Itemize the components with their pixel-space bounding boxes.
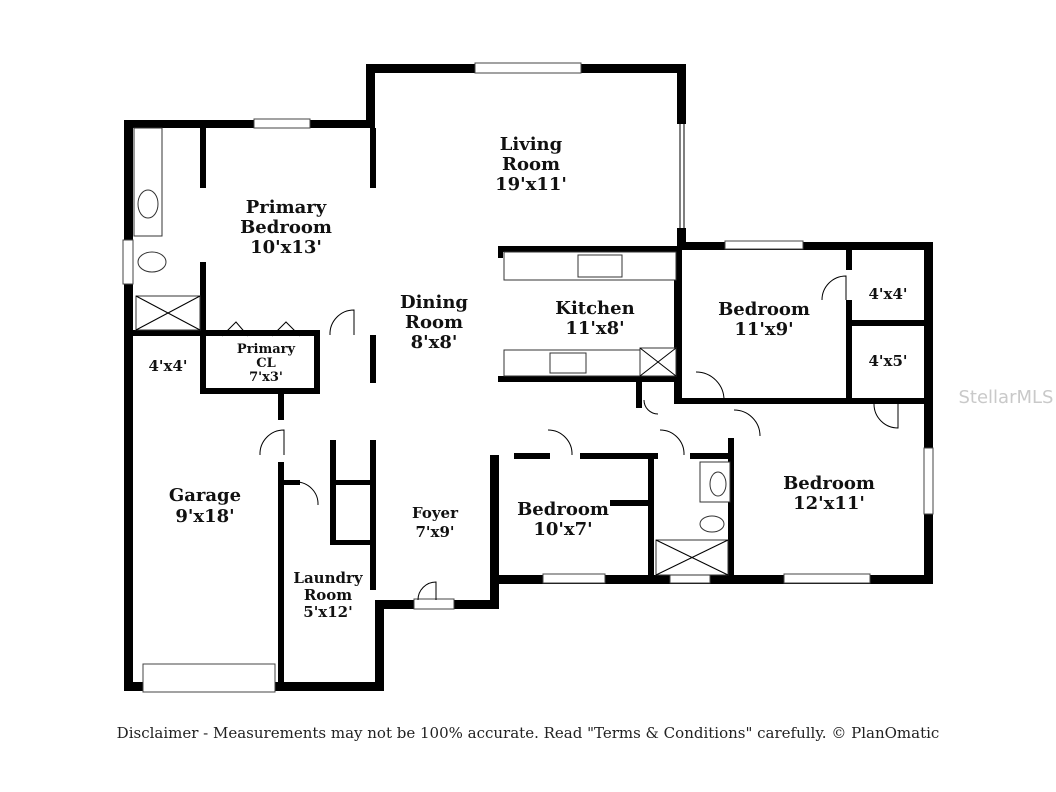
bedroom-ne-dim: 11'x9' — [734, 319, 793, 340]
dining-room-name-2: Room — [405, 312, 463, 333]
laundry-name-2: Room — [304, 586, 352, 604]
primary-closet-dim: 7'x3' — [249, 370, 283, 385]
dining-room-dim: 8'x8' — [411, 332, 458, 353]
stellarmls-watermark: StellarMLS — [959, 387, 1054, 408]
room-kitchen: Kitchen 11'x8' — [555, 298, 634, 339]
garage-dim: 9'x18' — [175, 506, 234, 527]
laundry-name: Laundry — [293, 569, 363, 587]
kitchen-name: Kitchen — [555, 298, 634, 319]
dining-room-name: Dining — [400, 292, 468, 313]
room-primary-closet: Primary CL 7'x3' — [237, 342, 296, 385]
primary-bedroom-name-2: Bedroom — [240, 217, 332, 238]
primary-closet-name-2: CL — [256, 356, 276, 371]
primary-bedroom-name: Primary — [246, 197, 327, 218]
laundry-dim: 5'x12' — [303, 603, 352, 621]
room-laundry: Laundry Room 5'x12' — [293, 569, 363, 621]
room-bedroom-mid: Bedroom 10'x7' — [517, 499, 609, 540]
closet-ne-2-dim: 4'x5' — [868, 352, 907, 370]
primary-closet-name: Primary — [237, 342, 296, 357]
room-bedroom-ne: Bedroom 11'x9' — [718, 299, 810, 340]
interior-walls — [128, 128, 932, 690]
living-room-name-2: Room — [502, 154, 560, 175]
foyer-name: Foyer — [412, 504, 459, 522]
room-primary-bedroom: Primary Bedroom 10'x13' — [240, 197, 332, 258]
kitchen-dim: 11'x8' — [565, 318, 624, 339]
living-room-name: Living — [500, 134, 563, 155]
bedroom-se-name: Bedroom — [783, 473, 875, 494]
room-dining: Dining Room 8'x8' — [400, 292, 468, 353]
bedroom-mid-name: Bedroom — [517, 499, 609, 520]
disclaimer-text: Disclaimer - Measurements may not be 100… — [116, 724, 940, 742]
room-living: Living Room 19'x11' — [495, 134, 567, 195]
primary-bedroom-dim: 10'x13' — [250, 237, 322, 258]
windows — [122, 62, 934, 693]
room-foyer: Foyer 7'x9' — [412, 504, 459, 541]
bedroom-mid-dim: 10'x7' — [533, 519, 592, 540]
living-room-dim: 19'x11' — [495, 174, 567, 195]
kitchen-counters — [503, 251, 677, 377]
room-garage: Garage 9'x18' — [169, 485, 241, 527]
door-swings — [221, 275, 899, 601]
closet-nw-dim: 4'x4' — [148, 357, 187, 375]
room-bedroom-se: Bedroom 12'x11' — [783, 473, 875, 514]
bedroom-ne-name: Bedroom — [718, 299, 810, 320]
foyer-dim: 7'x9' — [415, 523, 454, 541]
garage-name: Garage — [169, 485, 241, 506]
bathroom-fixtures — [133, 127, 731, 576]
bedroom-se-dim: 12'x11' — [793, 493, 865, 514]
closet-ne-1-dim: 4'x4' — [868, 285, 907, 303]
